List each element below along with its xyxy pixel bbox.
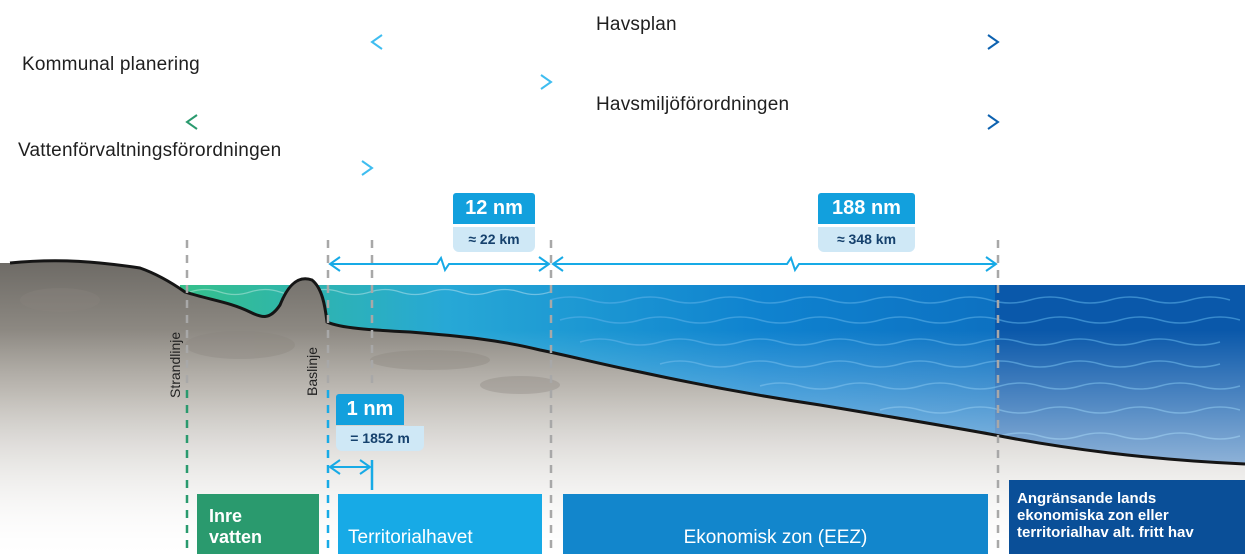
baslinje-label: Baslinje [304, 346, 320, 396]
eez-km-badge: ≈ 348 km [818, 227, 915, 252]
territorial-km-badge: ≈ 22 km [453, 227, 535, 252]
zone-eez-label: Ekonomisk zon (EEZ) [683, 527, 868, 548]
zone-neighbour: Angränsande lands ekonomiska zon eller t… [1009, 480, 1245, 554]
zone-neighbour-line1: Angränsande lands [1017, 490, 1157, 507]
havsmiljoforordningen-label: Havsmiljöförordningen [596, 94, 790, 115]
eez-distance-arrow [553, 255, 996, 273]
boundary-lines [185, 240, 1000, 554]
territorial-distance-arrow [330, 255, 549, 273]
one-nm-meter-badge: = 1852 m [336, 426, 424, 451]
territorial-nm-badge: 12 nm [453, 193, 535, 224]
vattenforvaltningsforordningen-label: Vattenförvaltningsförordningen [18, 140, 282, 161]
zone-eez: Ekonomisk zon (EEZ) [563, 494, 988, 554]
zone-neighbour-line2: ekonomiska zon eller [1017, 507, 1169, 524]
zone-inre-vatten-line2: vatten [209, 527, 263, 547]
scope-arrows [8, 34, 1000, 176]
eez-nm-badge: 188 nm [818, 193, 915, 224]
zone-inre-vatten: Inre vatten [197, 494, 319, 554]
havsplan-label: Havsplan [596, 14, 677, 35]
one-nm-badge: 1 nm [336, 394, 404, 425]
zone-territorialhavet: Territorialhavet [338, 494, 542, 554]
zone-inre-vatten-line1: Inre [209, 506, 243, 526]
zone-territorialhavet-label: Territorialhavet [348, 527, 473, 548]
kommunal-planering-label: Kommunal planering [22, 54, 200, 75]
zone-neighbour-line3: territorialhav alt. fritt hav [1017, 524, 1194, 541]
strandlinje-label: Strandlinje [167, 331, 183, 398]
distance-arrows [328, 255, 998, 475]
